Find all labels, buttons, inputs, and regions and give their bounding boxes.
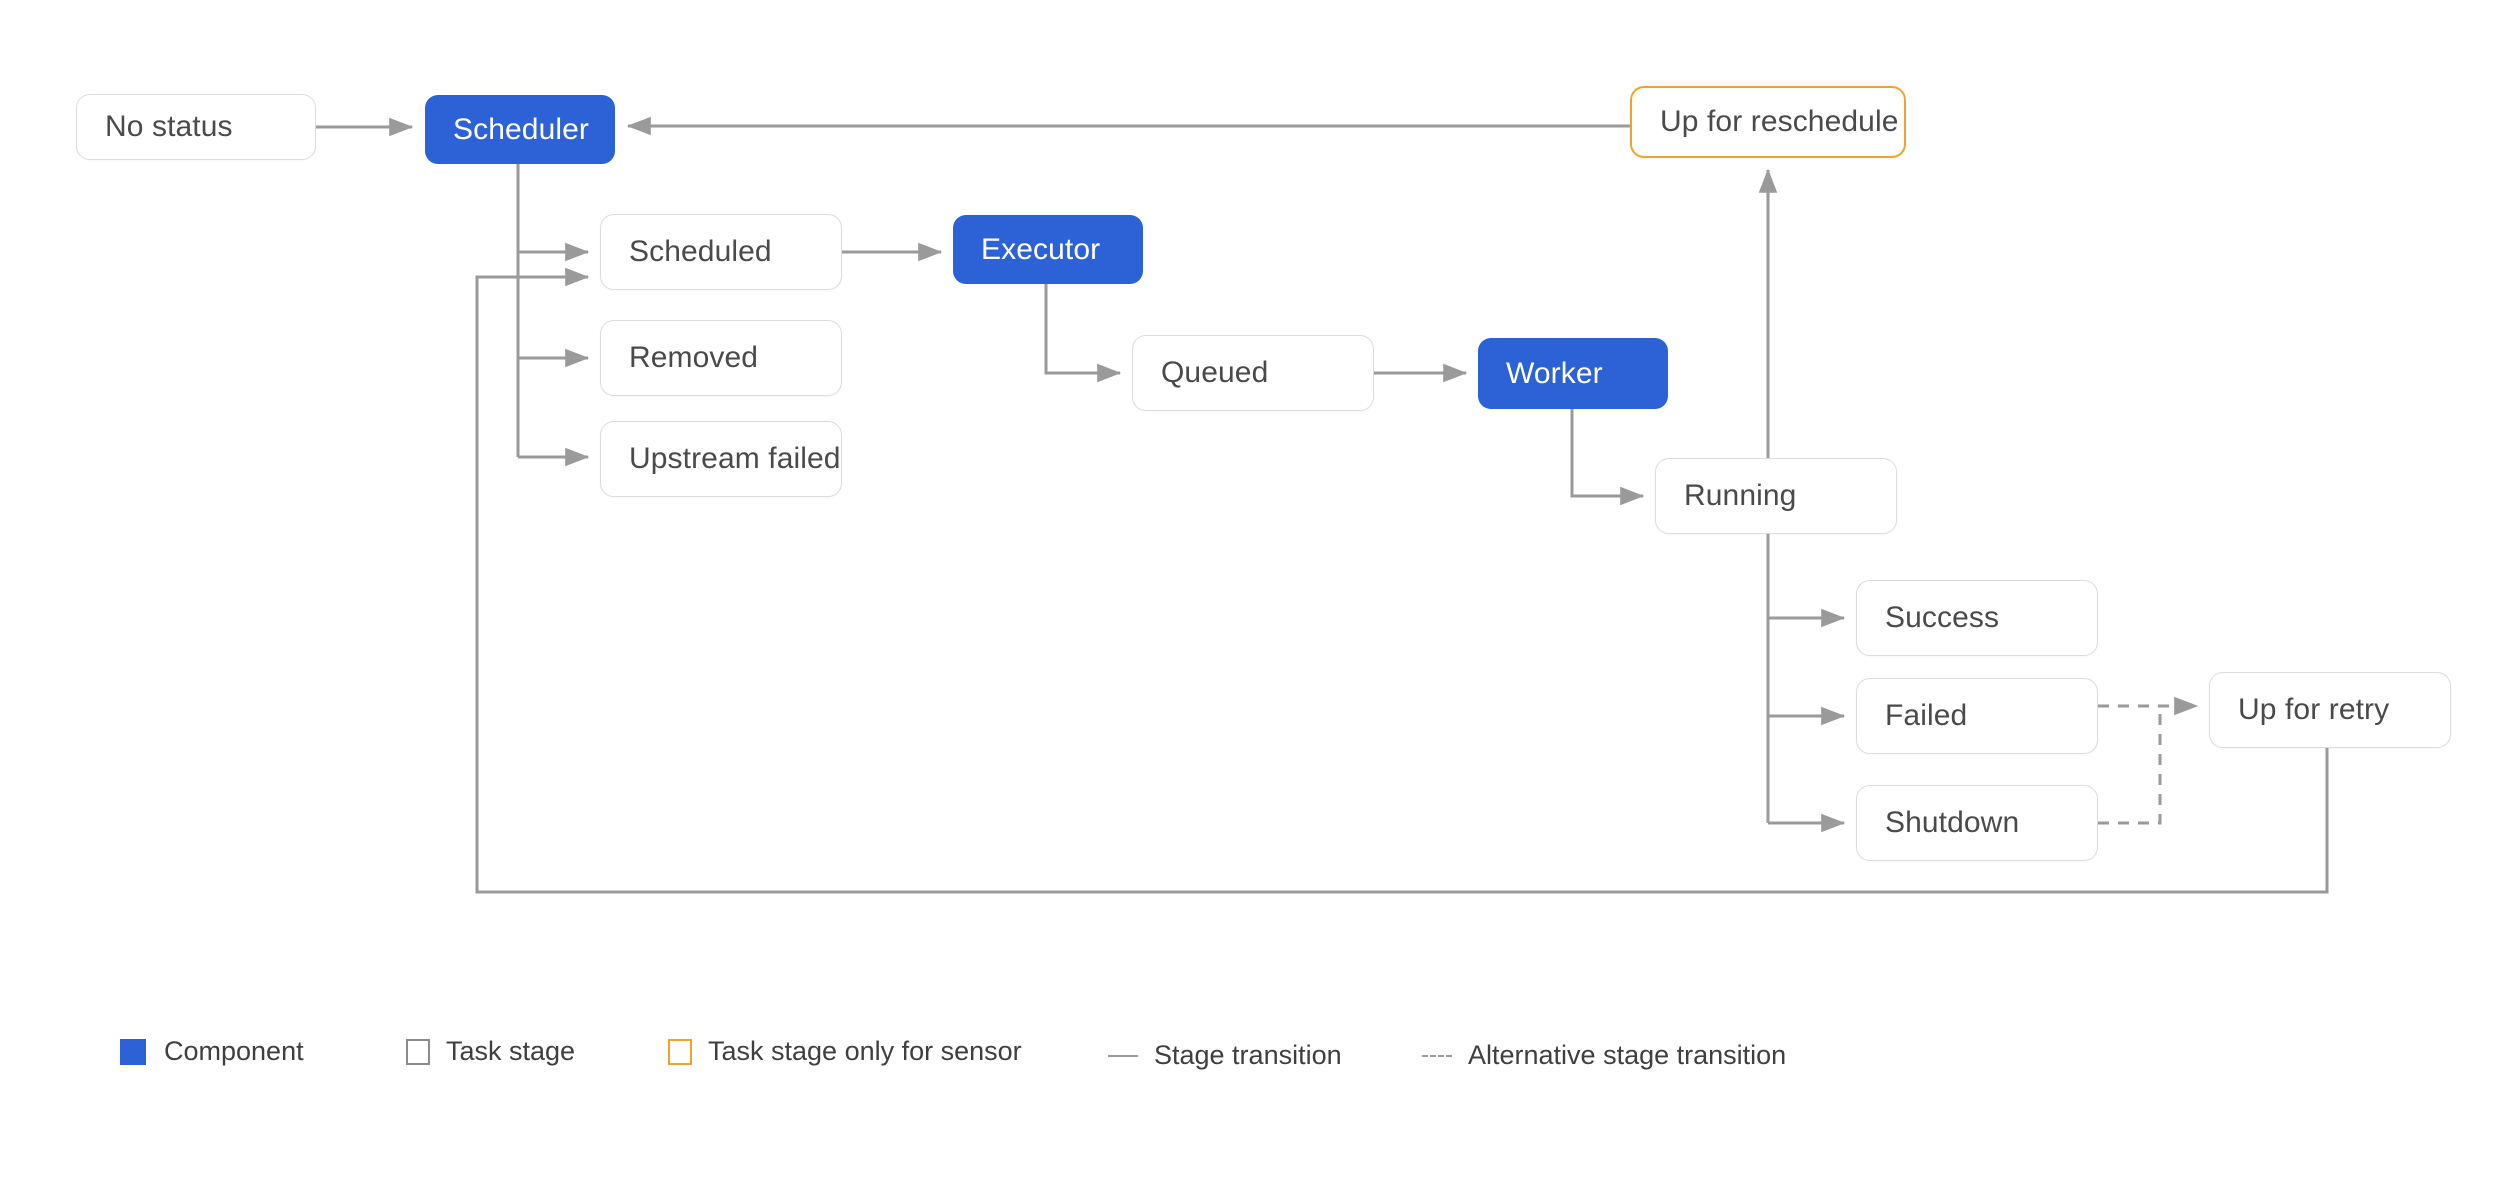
- node-label: Up for reschedule: [1660, 105, 1899, 138]
- legend-label: Alternative stage transition: [1468, 1040, 1787, 1070]
- legend-label: Task stage: [446, 1036, 576, 1066]
- node-label: Shutdown: [1885, 806, 2020, 839]
- legend-label: Task stage only for sensor: [708, 1036, 1022, 1066]
- node-worker[interactable]: Worker: [1478, 338, 1668, 409]
- task-stage-swatch-icon: [406, 1038, 430, 1065]
- node-up-for-reschedule[interactable]: Up for reschedule: [1630, 86, 1906, 158]
- legend-item-component: Component: [120, 1036, 304, 1067]
- legend-item-task-stage-sensor: Task stage only for sensor: [668, 1036, 1022, 1067]
- legend-label: Stage transition: [1154, 1040, 1342, 1070]
- node-label: Up for retry: [2238, 693, 2390, 726]
- node-label: No status: [105, 110, 233, 143]
- node-label: Executor: [981, 232, 1101, 266]
- node-success[interactable]: Success: [1856, 580, 2098, 656]
- legend-item-alt-transition: Alternative stage transition: [1422, 1040, 1786, 1071]
- node-label: Scheduler: [453, 112, 589, 146]
- node-label: Worker: [1506, 356, 1603, 390]
- node-label: Removed: [629, 341, 759, 374]
- node-upstream-failed[interactable]: Upstream failed: [600, 421, 842, 497]
- node-label: Failed: [1885, 699, 1968, 732]
- node-removed[interactable]: Removed: [600, 320, 842, 396]
- edge-shutdown-to-up-for-retry: [2098, 706, 2162, 825]
- legend-label: Component: [164, 1036, 304, 1066]
- node-no-status[interactable]: No status: [76, 94, 316, 160]
- node-label: Running: [1684, 479, 1797, 512]
- node-label: Queued: [1161, 356, 1269, 389]
- node-label: Upstream failed: [629, 442, 841, 475]
- solid-line-icon: [1108, 1054, 1138, 1057]
- node-shutdown[interactable]: Shutdown: [1856, 785, 2098, 861]
- node-label: Scheduled: [629, 235, 772, 268]
- node-up-for-retry[interactable]: Up for retry: [2209, 672, 2451, 748]
- legend-item-stage-transition: Stage transition: [1108, 1040, 1342, 1071]
- dashed-line-icon: [1422, 1054, 1452, 1057]
- node-running[interactable]: Running: [1655, 458, 1897, 534]
- node-failed[interactable]: Failed: [1856, 678, 2098, 754]
- node-label: Success: [1885, 601, 2000, 634]
- task-stage-sensor-swatch-icon: [668, 1038, 692, 1065]
- legend-item-task-stage: Task stage: [406, 1036, 575, 1067]
- node-scheduler[interactable]: Scheduler: [425, 95, 615, 164]
- edge-worker-to-running: [1570, 409, 1645, 506]
- node-scheduled[interactable]: Scheduled: [600, 214, 842, 290]
- edge-executor-to-queued: [1044, 284, 1122, 383]
- component-swatch-icon: [120, 1038, 146, 1065]
- node-queued[interactable]: Queued: [1132, 335, 1374, 411]
- node-executor[interactable]: Executor: [953, 215, 1143, 284]
